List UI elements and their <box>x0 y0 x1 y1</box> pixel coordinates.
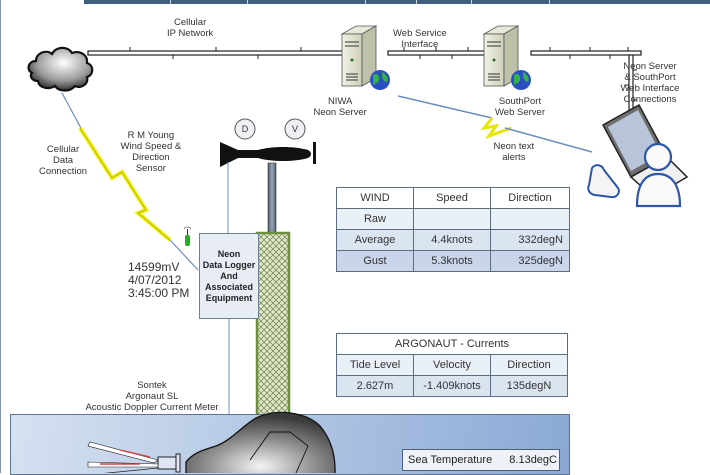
label-line: Connections <box>623 94 677 105</box>
currents-table-title-row: ARGONAUT - Currents <box>336 333 568 355</box>
label-line: Sensor <box>135 163 166 174</box>
label-line: Neon text <box>493 141 535 152</box>
label-line: & SouthPort <box>624 72 676 83</box>
header-cell: Tide Level <box>336 354 414 376</box>
d-badge-icon <box>234 118 256 140</box>
label-line: Equipment <box>205 292 253 303</box>
label-line: Web Interface <box>620 83 680 94</box>
currents-table-title: ARGONAUT - Currents <box>336 333 568 355</box>
data-logger-box: Neon Data Logger And Associated Equipmen… <box>199 233 259 319</box>
table-cell: -1.409knots <box>413 375 491 397</box>
sea-temperature-value: 8.13degC <box>509 454 557 466</box>
label-line: Direction <box>132 152 170 163</box>
label-line: Web Service <box>393 28 447 39</box>
table-cell: 325degN <box>490 250 570 272</box>
table-cell: 332degN <box>490 229 570 251</box>
southport-server-label: SouthPort Web Server <box>495 96 545 118</box>
table-cell <box>490 208 570 230</box>
cellular-data-lightning-link <box>61 92 199 271</box>
mast-pole <box>267 162 277 235</box>
reading-date: 4/07/2012 <box>128 273 182 287</box>
d-badge-label: D <box>241 124 249 134</box>
adcp-label: Sontek Argonaut SL Acoustic Doppler Curr… <box>67 380 237 413</box>
wind-vane-icon <box>220 142 316 167</box>
label-line: Sontek <box>137 380 167 391</box>
reading-time: 3:45:00 PM <box>128 286 190 300</box>
web-interface-connection-line <box>530 47 642 116</box>
label-line: SouthPort <box>498 96 542 107</box>
table-cell <box>413 208 491 230</box>
sea-temperature-box: Sea Temperature 8.13degC <box>402 449 560 471</box>
web-interface-connections-label: Neon Server & SouthPort Web Interface Co… <box>621 61 680 105</box>
mobile-phone-icon <box>587 164 620 199</box>
currents-table-header: Tide Level Velocity Direction <box>336 354 568 376</box>
table-cell: 4.4knots <box>413 229 491 251</box>
niwa-server-label: NIWA Neon Server <box>314 96 367 118</box>
header-cell: WIND <box>336 187 414 209</box>
battery-voltage: 14599mV <box>128 260 180 274</box>
header-cell: Speed <box>413 187 491 209</box>
table-row: 2.627m -1.409knots 135degN <box>336 375 568 397</box>
table-cell: Raw <box>336 208 414 230</box>
header-cell: Direction <box>490 187 570 209</box>
label-line: Neon Server <box>623 61 677 72</box>
v-badge-label: V <box>291 124 298 134</box>
currents-table: ARGONAUT - Currents Tide Level Velocity … <box>336 333 568 397</box>
label-line: And <box>220 270 238 281</box>
header-cell: Direction <box>490 354 568 376</box>
table-cell: 5.3knots <box>413 250 491 272</box>
top-navigation-bar <box>84 0 710 4</box>
header-cell: Velocity <box>413 354 491 376</box>
label-line: Neon Server <box>313 107 367 118</box>
left-border <box>0 0 1 473</box>
cellular-data-connection-label: Cellular Data Connection <box>39 144 87 177</box>
label-line: Cellular <box>174 17 207 28</box>
wind-table: WIND Speed Direction Raw Average 4.4knot… <box>336 187 570 272</box>
label-line: Neon <box>217 248 241 259</box>
label-line: Interface <box>401 39 439 50</box>
table-cell: Gust <box>336 250 414 272</box>
logger-readout: 14599mV 4/07/2012 3:45:00 PM <box>128 261 189 300</box>
label-line: Data <box>52 155 74 166</box>
table-row: Raw <box>336 208 570 230</box>
antenna-icon <box>183 226 192 246</box>
southport-globe-icon <box>511 70 531 90</box>
niwa-server-icon <box>340 25 378 87</box>
table-cell: 2.627m <box>336 375 414 397</box>
web-service-interface-label: Web Service Interface <box>393 28 447 50</box>
label-line: IP Network <box>167 28 214 39</box>
label-line: Cellular <box>46 144 80 155</box>
sea-temperature-label: Sea Temperature <box>408 454 493 466</box>
text-alert-lightning-link <box>397 95 593 153</box>
wind-table-header: WIND Speed Direction <box>336 187 570 209</box>
table-row: Gust 5.3knots 325degN <box>336 250 570 272</box>
niwa-globe-icon <box>370 70 390 90</box>
label-line: Data Logger <box>202 259 256 270</box>
v-badge-icon <box>284 118 306 140</box>
text-alerts-label: Neon text alerts <box>494 141 535 163</box>
label-line: NIWA <box>327 96 353 107</box>
label-line: R M Young <box>127 130 175 141</box>
label-line: Web Server <box>495 107 545 118</box>
label-line: Associated <box>204 281 253 292</box>
table-row: Average 4.4knots 332degN <box>336 229 570 251</box>
cellular-ip-network-label: Cellular IP Network <box>167 17 213 39</box>
label-line: Argonaut SL <box>125 391 179 402</box>
table-cell: 135degN <box>490 375 568 397</box>
cellular-ip-network-line <box>87 47 345 59</box>
table-cell: Average <box>336 229 414 251</box>
label-line: alerts <box>502 152 526 163</box>
wind-sensor-label: R M Young Wind Speed & Direction Sensor <box>121 130 182 174</box>
label-line: Acoustic Doppler Current Meter <box>85 402 219 413</box>
cloud-icon <box>27 46 94 92</box>
label-line: Wind Speed & <box>120 141 182 152</box>
user-icon <box>635 142 682 208</box>
label-line: Connection <box>39 166 88 177</box>
lattice-tower <box>255 231 291 420</box>
